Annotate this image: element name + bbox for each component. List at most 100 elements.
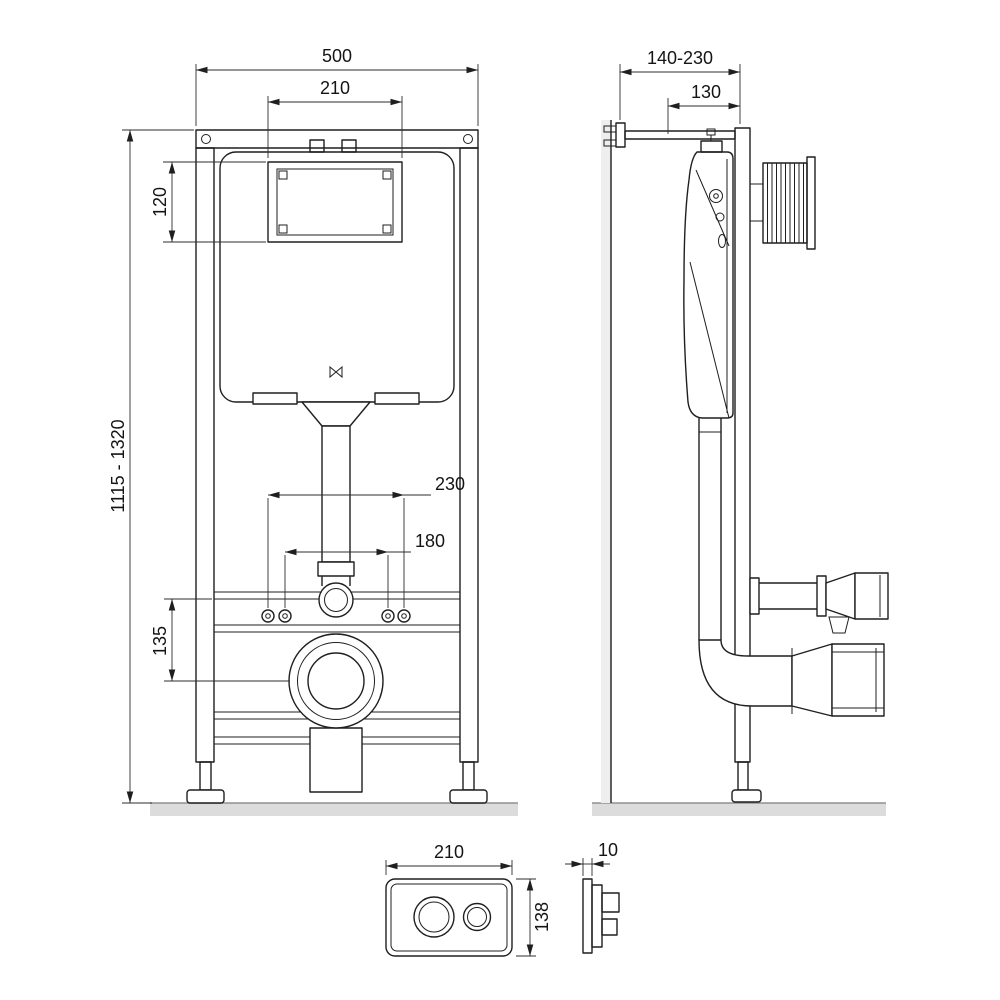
ground-strip [592,803,886,816]
side-dimensions: 140-230 130 [619,48,741,134]
valve-icon [329,365,343,379]
button-profile-lower [601,918,618,936]
dim-plate-height-138: 138 [516,878,552,957]
drain-elbow-side [698,639,885,717]
plate-face [390,883,508,952]
dim-frame-depth-130: 130 [667,82,740,134]
drain-outlet-front [288,633,384,793]
connector-clamp [828,616,850,634]
flush-plate-side: 10 [565,840,620,954]
dim-height-range: 1115 - 1320 [108,129,194,804]
mounting-frame-front [186,129,488,804]
dim-label-depth-range: 140-230 [647,48,713,68]
connector-cone [825,572,856,620]
drain-socket-outer [288,633,384,729]
connector-outer [318,582,354,618]
access-opening [267,161,403,243]
opening-clip [382,224,392,234]
fixing-hole [381,609,395,623]
fixing-bolt-holes [261,609,411,623]
button-profile-upper [601,892,620,913]
dim-plate-width-210: 210 [385,842,513,875]
flush-pipe-front [252,392,420,586]
dim-plate-thickness-10: 10 [565,840,618,876]
internal-tube [695,169,730,247]
drain-socket-inner [307,652,365,710]
flush-valve-box [700,140,723,153]
cistern-side [683,128,734,419]
drain-socket-mid [297,642,375,720]
fixing-hole [397,609,411,623]
plate-frame-profile [591,884,603,948]
internal-tube [689,261,730,419]
fixing-hole-center [401,613,407,619]
ground-side [592,802,886,816]
cistern-front [219,139,455,403]
ground-strip [150,803,518,816]
drain-pipe-down [309,727,363,793]
frame-bolt-left [201,134,211,144]
fixing-hole-center [282,613,288,619]
dim-label-opening-width: 210 [320,78,350,98]
dim-outlet-height-135: 135 [150,598,290,682]
front-dimensions: 500 210 120 1115 - 1320 [108,46,479,804]
dim-fixing-outer-230: 230 [267,474,465,608]
dim-depth-range: 140-230 [619,48,741,124]
connector-inner [324,588,348,612]
plate-body [385,878,513,957]
cistern-body [219,151,455,403]
flush-plate-duct [750,156,816,250]
bracket-rod [624,130,736,140]
flush-funnel [301,401,371,427]
cistern-bracket-right [374,392,420,405]
wall-bracket [603,122,736,148]
frame-top-bar [195,129,479,149]
flush-plate-front: 210 138 [385,842,552,957]
fixing-hole-center [385,613,391,619]
drain-sleeve [831,643,885,717]
overflow-stub [341,139,357,153]
dim-label-width-total: 500 [322,46,352,66]
dim-opening-width-210: 210 [267,78,403,158]
flush-button-large [413,896,455,938]
cistern-fitting [709,189,723,203]
cistern-bracket-left [252,392,298,405]
dim-label-plate-thickness: 10 [598,840,618,860]
outlet-connector-side [749,572,889,634]
frame-leg-side [737,761,749,791]
front-view: 500 210 120 1115 - 1320 [108,46,518,816]
opening-clip [382,170,392,180]
dim-label-plate-height: 138 [532,902,552,932]
flush-pipe-side [698,418,722,640]
fill-valve-stub [309,139,325,153]
side-view: 140-230 130 [592,48,889,816]
fixing-hole [261,609,275,623]
dim-label-fixing-outer: 230 [435,474,465,494]
flush-pipe-connector [318,582,354,618]
frame-foot-right [449,789,488,804]
dim-label-height-range: 1115 - 1320 [108,419,128,512]
dim-label-frame-depth: 130 [691,82,721,102]
frame-rail-left [195,147,215,763]
dim-label-outlet-height: 135 [150,626,170,656]
valve-stub [706,128,716,136]
frame-leg-right [462,761,475,791]
plate-profile [582,878,593,954]
flush-button-small [462,902,492,932]
opening-clip [278,170,288,180]
ground-front [150,802,518,816]
bracket-plate [615,122,626,148]
connector-flange [816,575,827,617]
duct-end-plate [806,156,816,250]
connector-flange [749,577,760,615]
connector-sleeve [854,572,889,620]
dim-opening-height-120: 120 [150,161,266,243]
dim-width-500: 500 [195,46,479,126]
mounting-frame-side [731,127,762,803]
dim-label-plate-width: 210 [434,842,464,862]
fixing-hole-center [265,613,271,619]
frame-foot-side [731,789,762,803]
elbow-bend [698,639,793,707]
